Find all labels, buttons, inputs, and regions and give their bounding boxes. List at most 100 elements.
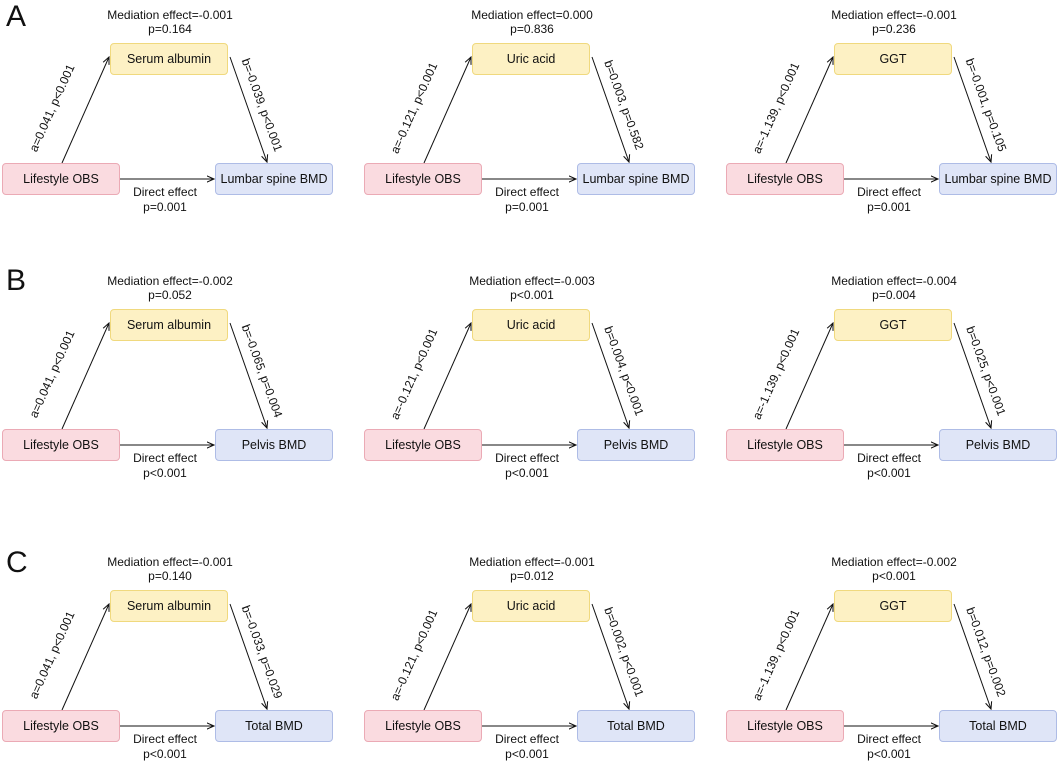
direct-effect-p-value: p=0.001	[143, 200, 187, 214]
path-b-arrow	[953, 322, 991, 428]
path-a-arrow	[423, 604, 471, 711]
exposure-box: Lifestyle OBS	[2, 429, 120, 461]
mediation-effect-label: Mediation effect=-0.001	[469, 555, 595, 569]
mediation-effect-label: Mediation effect=-0.002	[831, 555, 957, 569]
mediator-box: Serum albumin	[110, 590, 228, 622]
direct-effect-p-value: p<0.001	[867, 747, 911, 761]
panel-letter-c: C	[6, 546, 28, 579]
direct-effect-label: Direct effect	[857, 185, 921, 199]
direct-effect-label: Direct effect	[495, 732, 559, 746]
direct-effect-label: Direct effect	[857, 451, 921, 465]
mediation-diagram-a-3: Mediation effect=-0.001 p=0.236 GGT Life…	[724, 5, 1059, 215]
outcome-box: Lumbar spine BMD	[939, 163, 1057, 195]
outcome-box: Pelvis BMD	[577, 429, 695, 461]
path-a-arrow	[785, 57, 833, 164]
mediation-diagram-c-1: Mediation effect=-0.001 p=0.140 Serum al…	[0, 552, 340, 762]
mediation-p-value: p=0.236	[872, 22, 916, 36]
path-a-arrow	[785, 604, 833, 711]
path-a-arrow	[423, 57, 471, 164]
exposure-box: Lifestyle OBS	[2, 163, 120, 195]
mediation-diagram-a-1: Mediation effect=-0.001 p=0.164 Serum al…	[0, 5, 340, 215]
direct-effect-label: Direct effect	[133, 185, 197, 199]
path-b-arrow	[229, 322, 267, 428]
outcome-box: Pelvis BMD	[939, 429, 1057, 461]
mediation-effect-label: Mediation effect=-0.001	[107, 8, 233, 22]
path-a-arrow	[61, 323, 109, 430]
path-arrows	[785, 271, 1059, 481]
mediation-p-value: p=0.012	[510, 569, 554, 583]
exposure-box: Lifestyle OBS	[364, 710, 482, 742]
mediation-p-value: p=0.004	[872, 288, 916, 302]
path-a-arrow	[61, 57, 109, 164]
direct-effect-label: Direct effect	[857, 732, 921, 746]
mediation-diagram-c-3: Mediation effect=-0.002 p<0.001 GGT Life…	[724, 552, 1059, 762]
path-a-arrow	[423, 323, 471, 430]
mediation-p-value: p<0.001	[872, 569, 916, 583]
mediation-effect-label: Mediation effect=-0.002	[107, 274, 233, 288]
exposure-box: Lifestyle OBS	[364, 429, 482, 461]
path-arrows	[61, 271, 340, 481]
path-b-arrow	[591, 322, 629, 428]
mediation-effect-label: Mediation effect=-0.001	[107, 555, 233, 569]
path-b-arrow	[591, 56, 629, 162]
path-a-arrow	[61, 604, 109, 711]
mediation-diagram-b-1: Mediation effect=-0.002 p=0.052 Serum al…	[0, 271, 340, 481]
direct-effect-p-value: p<0.001	[143, 747, 187, 761]
path-b-arrow	[229, 56, 267, 162]
mediation-diagram-c-2: Mediation effect=-0.001 p=0.012 Uric aci…	[362, 552, 702, 762]
direct-effect-p-value: p<0.001	[143, 466, 187, 480]
path-arrows	[785, 5, 1059, 215]
mediator-box: Uric acid	[472, 590, 590, 622]
path-b-arrow	[953, 603, 991, 709]
mediation-diagram-b-2: Mediation effect=-0.003 p<0.001 Uric aci…	[362, 271, 702, 481]
exposure-box: Lifestyle OBS	[726, 710, 844, 742]
direct-effect-p-value: p<0.001	[505, 466, 549, 480]
outcome-box: Pelvis BMD	[215, 429, 333, 461]
mediation-effect-label: Mediation effect=-0.003	[469, 274, 595, 288]
exposure-box: Lifestyle OBS	[726, 163, 844, 195]
mediation-effect-label: Mediation effect=0.000	[471, 8, 593, 22]
path-arrows	[61, 552, 340, 762]
path-a-arrow	[785, 323, 833, 430]
outcome-box: Lumbar spine BMD	[215, 163, 333, 195]
mediation-diagram-a-2: Mediation effect=0.000 p=0.836 Uric acid…	[362, 5, 702, 215]
path-arrows	[785, 552, 1059, 762]
exposure-box: Lifestyle OBS	[726, 429, 844, 461]
mediator-box: Serum albumin	[110, 309, 228, 341]
path-b-arrow	[591, 603, 629, 709]
exposure-box: Lifestyle OBS	[2, 710, 120, 742]
outcome-box: Total BMD	[939, 710, 1057, 742]
mediation-p-value: p<0.001	[510, 288, 554, 302]
mediation-effect-label: Mediation effect=-0.004	[831, 274, 957, 288]
direct-effect-p-value: p<0.001	[505, 747, 549, 761]
mediator-box: GGT	[834, 590, 952, 622]
mediation-effect-label: Mediation effect=-0.001	[831, 8, 957, 22]
panel-letter-a: A	[6, 0, 27, 33]
mediation-p-value: p=0.052	[148, 288, 192, 302]
direct-effect-p-value: p<0.001	[867, 466, 911, 480]
direct-effect-label: Direct effect	[133, 732, 197, 746]
path-b-arrow	[229, 603, 267, 709]
mediator-box: Serum albumin	[110, 43, 228, 75]
mediator-box: Uric acid	[472, 43, 590, 75]
direct-effect-label: Direct effect	[495, 451, 559, 465]
mediation-p-value: p=0.164	[148, 22, 192, 36]
direct-effect-p-value: p=0.001	[505, 200, 549, 214]
mediation-p-value: p=0.836	[510, 22, 554, 36]
panel-letter-b: B	[6, 264, 27, 297]
outcome-box: Total BMD	[577, 710, 695, 742]
direct-effect-label: Direct effect	[495, 185, 559, 199]
direct-effect-p-value: p=0.001	[867, 200, 911, 214]
path-arrows	[423, 552, 702, 762]
path-arrows	[423, 271, 702, 481]
direct-effect-label: Direct effect	[133, 451, 197, 465]
mediator-box: GGT	[834, 309, 952, 341]
mediator-box: GGT	[834, 43, 952, 75]
outcome-box: Lumbar spine BMD	[577, 163, 695, 195]
path-b-arrow	[953, 56, 991, 162]
mediation-diagram-b-3: Mediation effect=-0.004 p=0.004 GGT Life…	[724, 271, 1059, 481]
exposure-box: Lifestyle OBS	[364, 163, 482, 195]
mediator-box: Uric acid	[472, 309, 590, 341]
mediation-p-value: p=0.140	[148, 569, 192, 583]
outcome-box: Total BMD	[215, 710, 333, 742]
